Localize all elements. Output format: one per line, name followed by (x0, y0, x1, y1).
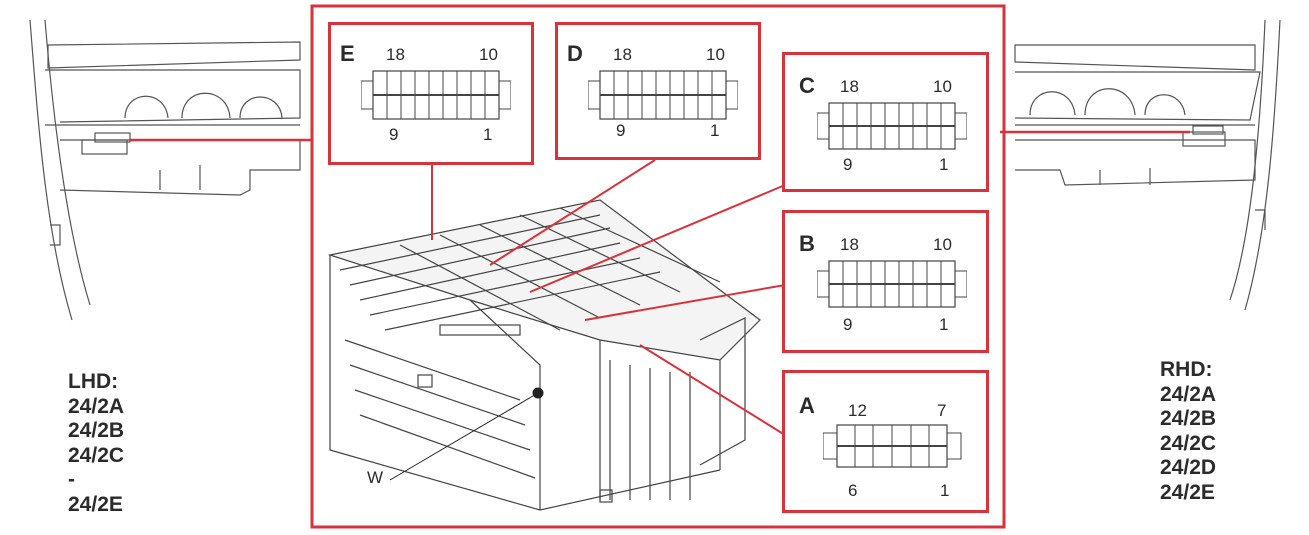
connector-b-box: B 18 10 9 1 (782, 210, 989, 353)
w-leader-line (389, 392, 539, 481)
connector-a-icon (823, 424, 962, 468)
lhd-item: 24/2E (68, 492, 123, 516)
connector-a-pin-top-left: 12 (848, 401, 867, 420)
connector-d-icon (588, 70, 738, 120)
connector-d-letter: D (567, 41, 583, 66)
rhd-item: 24/2A (1160, 382, 1217, 406)
lhd-list: LHD: 24/2A 24/2B 24/2C - 24/2E (68, 370, 124, 517)
connector-e-box: E 18 10 9 1 (328, 22, 534, 165)
rhd-list: RHD: 24/2A 24/2B 24/2C 24/2D 24/2E (1160, 358, 1216, 505)
connector-c-pin-top-right: 10 (933, 77, 952, 96)
connector-e-pin-top-left: 18 (386, 45, 405, 64)
rhd-item: 24/2D (1160, 456, 1217, 479)
connector-e-letter: E (340, 41, 355, 66)
rhd-item: 24/2C (1160, 431, 1217, 455)
connector-a-letter: A (799, 393, 815, 418)
callout-lines (431, 159, 786, 436)
connector-d-pin-top-right: 10 (706, 45, 725, 64)
lhd-title: LHD: (68, 370, 119, 393)
connector-e-pin-top-right: 10 (479, 45, 498, 64)
connector-c-box: C 18 10 9 1 (782, 52, 989, 192)
connector-b-pin-top-right: 10 (933, 235, 952, 254)
connector-c-pin-top-left: 18 (840, 77, 859, 96)
lhd-item: 24/2B (68, 419, 125, 442)
connector-b-icon (817, 260, 967, 308)
lhd-item: 24/2A (68, 394, 125, 418)
connector-d-pin-bottom-right: 1 (710, 121, 720, 140)
connector-c-letter: C (799, 73, 815, 98)
connector-a-box: A 12 7 6 1 (782, 370, 989, 513)
connector-d-box: D 18 10 9 1 (555, 22, 761, 160)
fusebox-drawing (327, 199, 761, 511)
rhd-item: 24/2E (1160, 480, 1215, 504)
rhd-title: RHD: (1160, 358, 1213, 381)
fusebox-label-w: W (367, 468, 384, 487)
connector-c-icon (817, 102, 967, 150)
connector-c-pin-bottom-left: 9 (843, 155, 853, 174)
connector-b-pin-top-left: 18 (840, 235, 859, 254)
connector-b-letter: B (799, 231, 815, 256)
connector-e-pin-bottom-left: 9 (389, 125, 399, 144)
connector-d-pin-top-left: 18 (613, 45, 632, 64)
connector-a-pin-bottom-right: 1 (940, 481, 950, 500)
connector-e-pin-bottom-right: 1 (483, 125, 493, 144)
connector-b-pin-bottom-left: 9 (843, 315, 853, 334)
lhd-item: - (68, 468, 75, 491)
connector-d-pin-bottom-left: 9 (616, 121, 626, 140)
connector-b-pin-bottom-right: 1 (939, 315, 949, 334)
connector-a-pin-bottom-left: 6 (848, 481, 858, 500)
lhd-dashboard-drawing (29, 19, 301, 321)
rhd-dashboard-drawing (1014, 19, 1281, 311)
connector-e-icon (361, 70, 511, 120)
connector-a-pin-top-right: 7 (937, 401, 947, 420)
lhd-item: 24/2C (68, 443, 125, 467)
rhd-item: 24/2B (1160, 407, 1217, 430)
detail-frame (310, 4, 1006, 529)
connector-c-pin-bottom-right: 1 (939, 155, 949, 174)
